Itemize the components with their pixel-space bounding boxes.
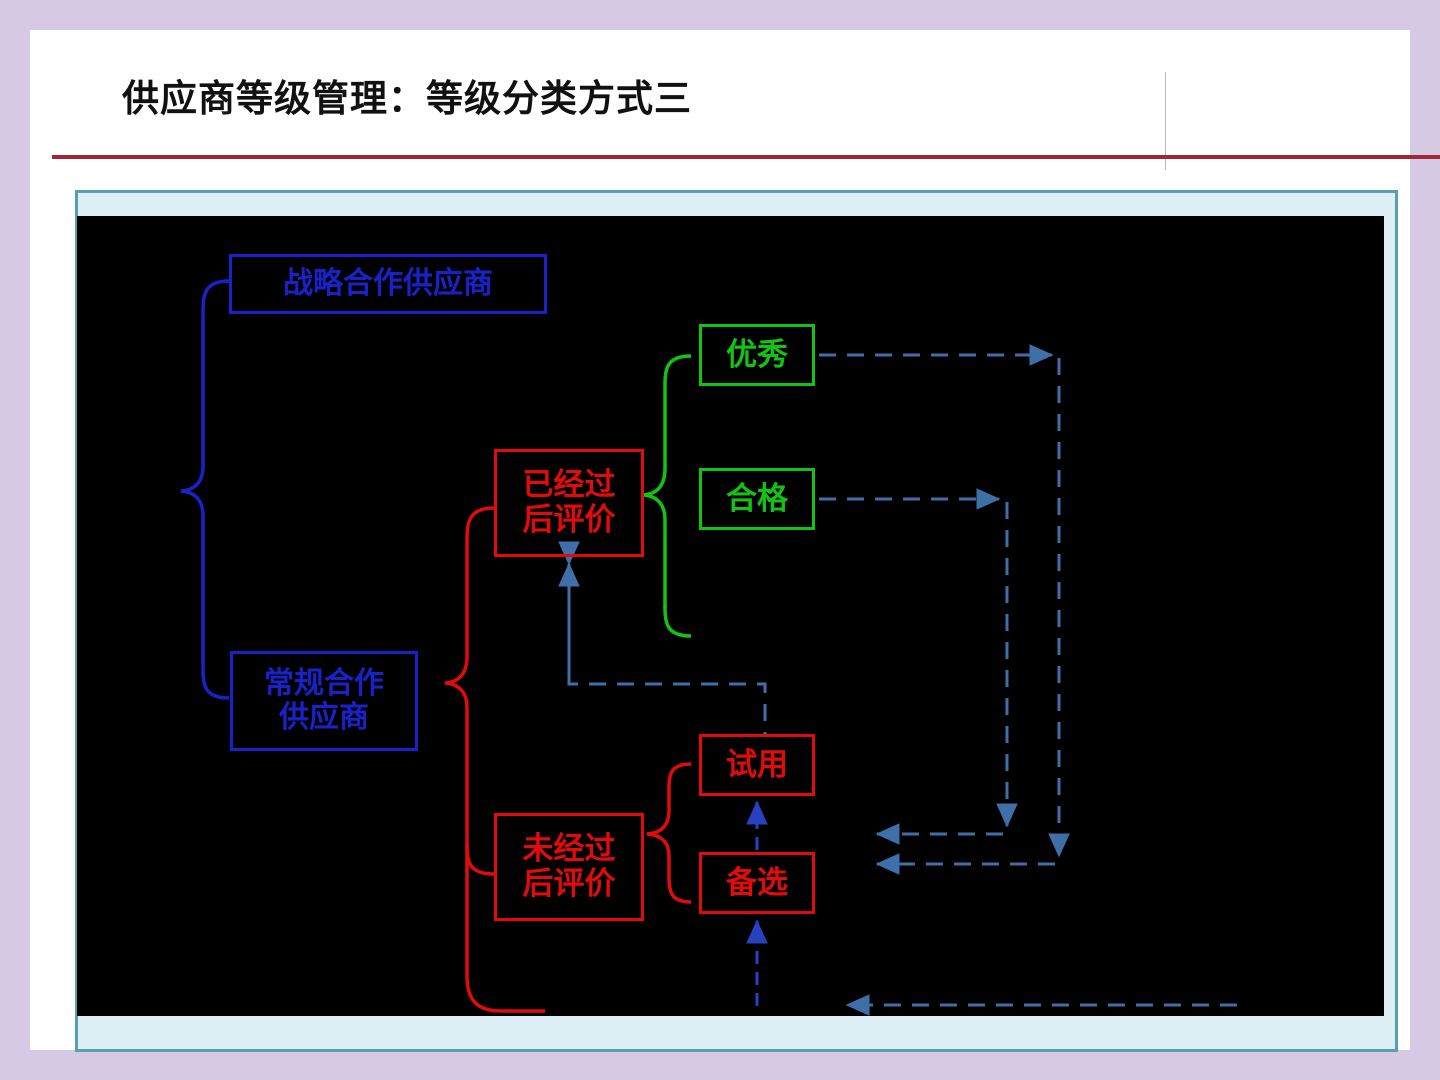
node-grade-excellent[interactable]: 优秀 <box>699 324 815 386</box>
grade-bracket <box>642 354 692 638</box>
excellent-feedback-arrow <box>819 344 1070 875</box>
node-grade-qualified[interactable]: 合格 <box>699 468 815 530</box>
node-grade-backup[interactable]: 备选 <box>699 852 815 914</box>
reevaluation-loop-arrow <box>558 541 767 736</box>
node-grade-trial[interactable]: 试用 <box>699 734 815 796</box>
page-title: 供应商等级管理：等级分类方式三 <box>122 78 692 119</box>
node-strategic-supplier[interactable]: 战略合作供应商 <box>229 254 547 314</box>
untested-bracket <box>646 762 692 904</box>
node-regular-supplier[interactable]: 常规合作 供应商 <box>230 651 418 751</box>
node-not-post-evaluated[interactable]: 未经过 后评价 <box>494 813 644 921</box>
evaluation-bracket <box>444 506 495 876</box>
qualified-feedback-arrow <box>819 488 1018 845</box>
tier-bracket <box>180 279 230 700</box>
diagram-canvas: 战略合作供应商 常规合作 供应商 已经过 后评价 未经过 后评价 优秀 合格 试… <box>77 216 1384 1016</box>
title-vertical-divider <box>1165 72 1166 170</box>
title-horizontal-rule <box>52 155 1440 159</box>
node-post-evaluated[interactable]: 已经过 后评价 <box>494 449 644 557</box>
slide: 供应商等级管理：等级分类方式三 <box>30 30 1440 1052</box>
